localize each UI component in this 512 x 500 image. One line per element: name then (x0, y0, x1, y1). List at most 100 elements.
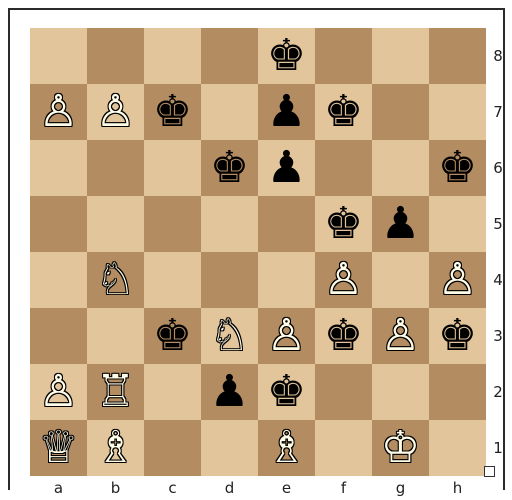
square-c3[interactable]: ♚ (144, 308, 201, 364)
square-a2[interactable]: ♙ (30, 364, 87, 420)
black-king-icon[interactable]: ♚ (267, 370, 306, 414)
square-a8[interactable] (30, 28, 87, 84)
square-a5[interactable] (30, 196, 87, 252)
white-king-icon[interactable]: ♔ (381, 426, 420, 470)
square-c7[interactable]: ♚ (144, 84, 201, 140)
square-h1[interactable] (429, 420, 486, 476)
square-f8[interactable] (315, 28, 372, 84)
square-g5[interactable]: ♟ (372, 196, 429, 252)
square-e6[interactable]: ♟ (258, 140, 315, 196)
square-c2[interactable] (144, 364, 201, 420)
square-f5[interactable]: ♚ (315, 196, 372, 252)
square-c1[interactable] (144, 420, 201, 476)
white-pawn-icon[interactable]: ♙ (96, 90, 135, 134)
square-g4[interactable] (372, 252, 429, 308)
white-bishop-icon[interactable]: ♗ (96, 426, 135, 470)
square-f4[interactable]: ♙ (315, 252, 372, 308)
square-g8[interactable] (372, 28, 429, 84)
square-e1[interactable]: ♗ (258, 420, 315, 476)
square-g2[interactable] (372, 364, 429, 420)
rank-label: 8 (488, 28, 508, 84)
square-f6[interactable] (315, 140, 372, 196)
black-king-icon[interactable]: ♚ (267, 34, 306, 78)
white-knight-icon[interactable]: ♘ (210, 314, 249, 358)
square-g7[interactable] (372, 84, 429, 140)
square-a3[interactable] (30, 308, 87, 364)
square-a4[interactable] (30, 252, 87, 308)
square-e8[interactable]: ♚ (258, 28, 315, 84)
black-king-icon[interactable]: ♚ (210, 146, 249, 190)
chess-board[interactable]: ♚ ♙ ♙ ♚ ♟ ♚ ♚ ♟ ♚ ♚ ♟ ♘ ♙ ♙ ♚ ♘ ♙ ♚ ♙ ♚ ♙ ♖ ♟ ♚ ♕ ♗ ♗ ♔ (30, 28, 486, 476)
square-b7[interactable]: ♙ (87, 84, 144, 140)
black-king-icon[interactable]: ♚ (153, 314, 192, 358)
square-f3[interactable]: ♚ (315, 308, 372, 364)
white-knight-icon[interactable]: ♘ (96, 258, 135, 302)
square-h6[interactable]: ♚ (429, 140, 486, 196)
black-king-icon[interactable]: ♚ (438, 146, 477, 190)
square-f7[interactable]: ♚ (315, 84, 372, 140)
black-pawn-icon[interactable]: ♟ (210, 370, 249, 414)
square-d7[interactable] (201, 84, 258, 140)
white-pawn-icon[interactable]: ♙ (39, 370, 78, 414)
square-e3[interactable]: ♙ (258, 308, 315, 364)
white-queen-icon[interactable]: ♕ (39, 426, 78, 470)
square-h2[interactable] (429, 364, 486, 420)
square-e4[interactable] (258, 252, 315, 308)
square-b2[interactable]: ♖ (87, 364, 144, 420)
file-label: g (372, 476, 429, 500)
white-pawn-icon[interactable]: ♙ (381, 314, 420, 358)
rank-label: 2 (488, 364, 508, 420)
white-pawn-icon[interactable]: ♙ (39, 90, 78, 134)
square-e5[interactable] (258, 196, 315, 252)
square-g6[interactable] (372, 140, 429, 196)
square-d3[interactable]: ♘ (201, 308, 258, 364)
square-a6[interactable] (30, 140, 87, 196)
square-b5[interactable] (87, 196, 144, 252)
square-b6[interactable] (87, 140, 144, 196)
black-pawn-icon[interactable]: ♟ (267, 90, 306, 134)
square-c6[interactable] (144, 140, 201, 196)
flip-board-checkbox[interactable] (484, 466, 495, 477)
square-b1[interactable]: ♗ (87, 420, 144, 476)
square-d5[interactable] (201, 196, 258, 252)
square-h5[interactable] (429, 196, 486, 252)
square-d2[interactable]: ♟ (201, 364, 258, 420)
square-h3[interactable]: ♚ (429, 308, 486, 364)
black-king-icon[interactable]: ♚ (438, 314, 477, 358)
square-c4[interactable] (144, 252, 201, 308)
black-pawn-icon[interactable]: ♟ (267, 146, 306, 190)
black-king-icon[interactable]: ♚ (153, 90, 192, 134)
square-h4[interactable]: ♙ (429, 252, 486, 308)
black-pawn-icon[interactable]: ♟ (381, 202, 420, 246)
square-f1[interactable] (315, 420, 372, 476)
square-d4[interactable] (201, 252, 258, 308)
square-c5[interactable] (144, 196, 201, 252)
square-b8[interactable] (87, 28, 144, 84)
white-pawn-icon[interactable]: ♙ (267, 314, 306, 358)
square-c8[interactable] (144, 28, 201, 84)
square-g1[interactable]: ♔ (372, 420, 429, 476)
square-d8[interactable] (201, 28, 258, 84)
square-d6[interactable]: ♚ (201, 140, 258, 196)
white-pawn-icon[interactable]: ♙ (438, 258, 477, 302)
square-a7[interactable]: ♙ (30, 84, 87, 140)
square-b3[interactable] (87, 308, 144, 364)
square-e2[interactable]: ♚ (258, 364, 315, 420)
white-bishop-icon[interactable]: ♗ (267, 426, 306, 470)
square-b4[interactable]: ♘ (87, 252, 144, 308)
square-e7[interactable]: ♟ (258, 84, 315, 140)
white-pawn-icon[interactable]: ♙ (324, 258, 363, 302)
square-g3[interactable]: ♙ (372, 308, 429, 364)
square-f2[interactable] (315, 364, 372, 420)
square-d1[interactable] (201, 420, 258, 476)
black-king-icon[interactable]: ♚ (324, 90, 363, 134)
file-label: h (429, 476, 486, 500)
square-a1[interactable]: ♕ (30, 420, 87, 476)
file-label: d (201, 476, 258, 500)
square-h8[interactable] (429, 28, 486, 84)
white-rook-icon[interactable]: ♖ (96, 370, 135, 414)
black-king-icon[interactable]: ♚ (324, 314, 363, 358)
black-king-icon[interactable]: ♚ (324, 202, 363, 246)
square-h7[interactable] (429, 84, 486, 140)
